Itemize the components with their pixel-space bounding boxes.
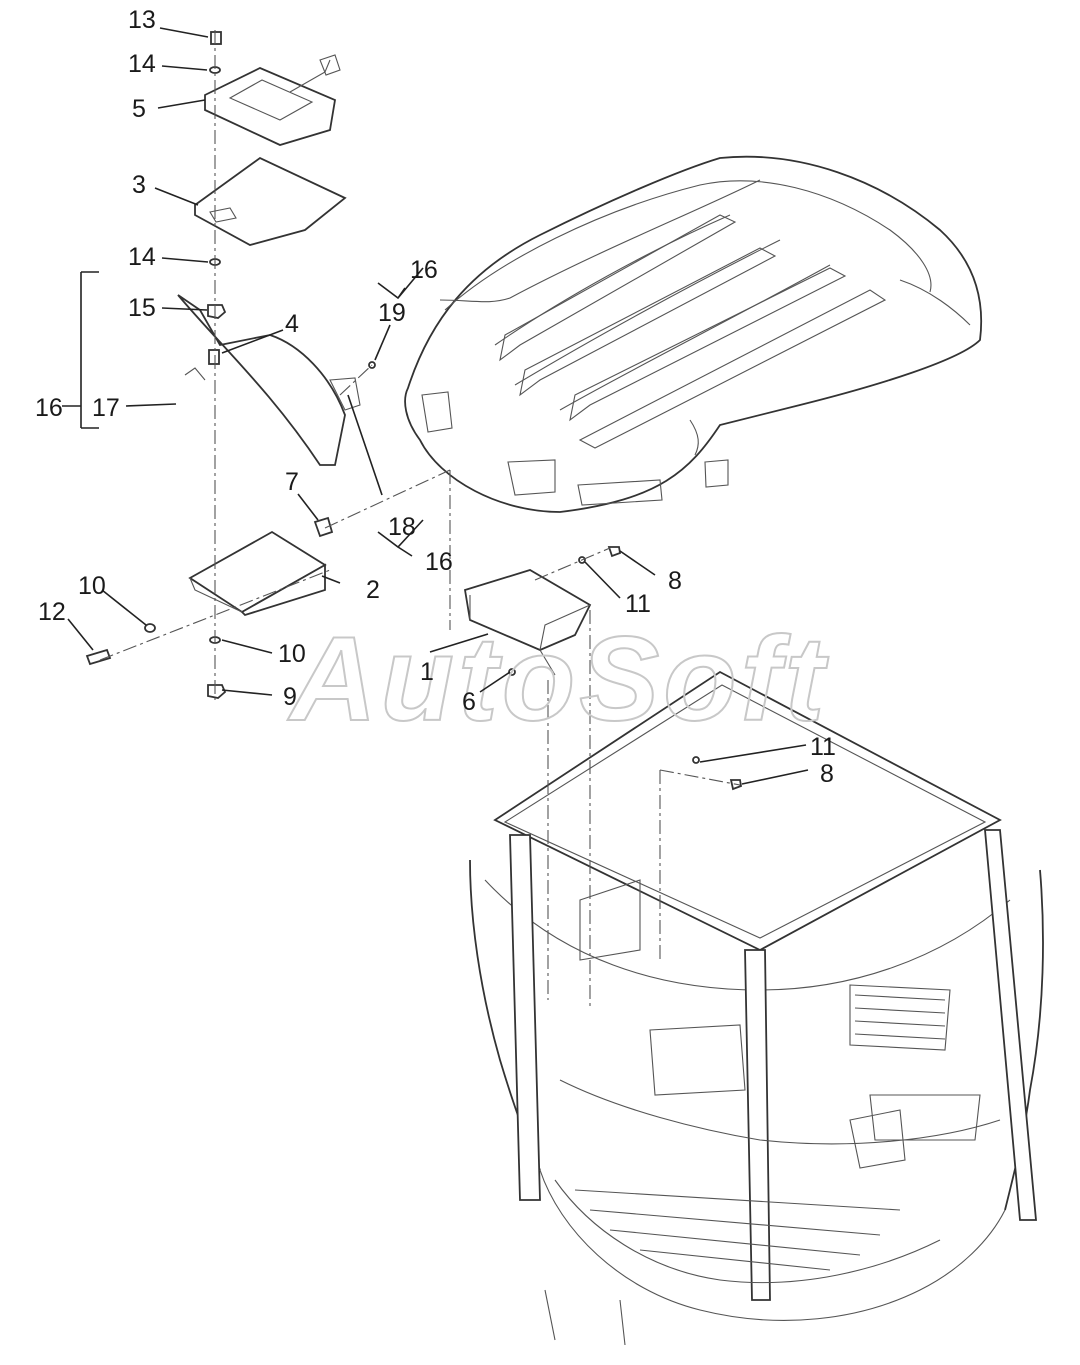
part-15-nut bbox=[207, 304, 227, 319]
roof-canopy bbox=[404, 155, 983, 513]
callout-16-top: 16 bbox=[410, 256, 438, 284]
part-4-screw bbox=[208, 349, 220, 365]
part-12-bolt bbox=[85, 648, 112, 666]
part-10-washer-left bbox=[144, 623, 156, 633]
callout-5: 5 bbox=[132, 95, 146, 123]
callout-11-lower: 11 bbox=[810, 733, 836, 761]
callout-16-left: 16 bbox=[35, 394, 63, 422]
callout-14-bottom: 14 bbox=[128, 243, 156, 271]
callout-16-bottom: 16 bbox=[425, 548, 453, 576]
callout-18: 18 bbox=[388, 513, 416, 541]
callout-10-left: 10 bbox=[78, 572, 106, 600]
assembly-lines bbox=[99, 30, 741, 1010]
callout-10-bottom: 10 bbox=[278, 640, 306, 668]
part-9-nut bbox=[207, 684, 227, 699]
part-1-housing bbox=[463, 569, 592, 676]
part-3-plate bbox=[194, 156, 347, 246]
part-8-nut-top bbox=[607, 546, 622, 558]
callout-2: 2 bbox=[366, 576, 380, 604]
callout-17: 17 bbox=[92, 394, 120, 422]
callout-8-top: 8 bbox=[668, 567, 682, 595]
callout-11-top: 11 bbox=[625, 590, 651, 618]
part-13-screw bbox=[210, 31, 222, 45]
callout-8-lower: 8 bbox=[820, 760, 834, 788]
callout-1: 1 bbox=[420, 658, 434, 686]
part-5-sensor-module bbox=[204, 54, 341, 146]
callout-3: 3 bbox=[132, 171, 146, 199]
callout-9: 9 bbox=[283, 683, 297, 711]
watermark-text: AutoSoft bbox=[287, 612, 830, 746]
callout-14-top: 14 bbox=[128, 50, 156, 78]
hardware-items bbox=[85, 31, 743, 791]
part-17-bracket bbox=[177, 294, 361, 466]
callout-4: 4 bbox=[285, 310, 299, 338]
part-2-bracket bbox=[188, 530, 327, 617]
callout-15: 15 bbox=[128, 294, 156, 322]
callout-6: 6 bbox=[462, 688, 476, 716]
leader-lines bbox=[62, 27, 809, 785]
cab-frame bbox=[469, 670, 1044, 1346]
callout-19: 19 bbox=[378, 299, 406, 327]
callout-13: 13 bbox=[128, 6, 156, 34]
callout-labels: 13 14 5 3 14 15 4 16 19 16 17 7 18 16 2 … bbox=[35, 6, 836, 788]
part-7-spacer bbox=[313, 516, 334, 538]
callout-12: 12 bbox=[38, 598, 66, 626]
part-11-washer-lower bbox=[692, 756, 700, 764]
callout-7: 7 bbox=[285, 468, 299, 496]
